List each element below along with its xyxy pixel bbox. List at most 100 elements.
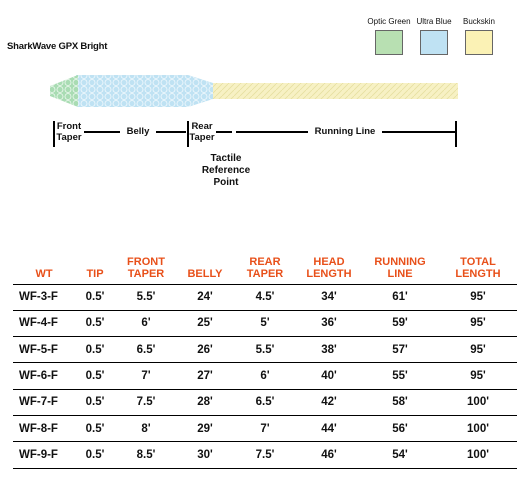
head-length-cell: 36': [297, 310, 361, 338]
rear-taper-cell: 5': [233, 310, 297, 338]
running-line-label: Running Line: [314, 126, 376, 137]
running-line-cell: 56': [361, 415, 439, 443]
belly-cell: 26': [177, 336, 233, 364]
running-line-cell: 58': [361, 389, 439, 416]
head-length-cell: 46': [297, 441, 361, 469]
header-rear-taper: REAR TAPER: [233, 246, 297, 285]
weight-cell: WF-5-F: [13, 336, 75, 364]
belly-cell: 29': [177, 415, 233, 443]
bracket-line: [187, 121, 189, 147]
rear-taper-cell: 6.5': [233, 389, 297, 416]
running-line-cell: 55': [361, 362, 439, 390]
tip-texture: [50, 75, 78, 107]
tip-cell: 0.5': [75, 336, 115, 364]
swatch-buckskin: Buckskin: [451, 6, 507, 55]
header-running-line: RUNNING LINE: [361, 246, 439, 285]
swatch-color-box: [420, 30, 448, 55]
running-line-arrow-right: [382, 131, 455, 133]
belly-cell: 25': [177, 310, 233, 338]
bracket-line: [53, 121, 55, 147]
header-tip: TIP: [75, 246, 115, 285]
swatch-ultra-blue: Ultra Blue: [406, 6, 462, 55]
weight-cell: WF-4-F: [13, 310, 75, 338]
belly-texture: [76, 75, 213, 107]
tip-cell: 0.5': [75, 284, 115, 311]
rear-taper-cell: 7': [233, 415, 297, 443]
tip-cell: 0.5': [75, 389, 115, 416]
tactile-reference-point-label: Tactile Reference Point: [201, 153, 251, 188]
specs-table: WT TIP FRONT TAPER BELLY REAR TAPER HEAD…: [13, 246, 517, 469]
front-taper-cell: 6': [115, 310, 177, 338]
weight-cell: WF-9-F: [13, 441, 75, 469]
header-belly: BELLY: [177, 246, 233, 285]
tip-cell: 0.5': [75, 362, 115, 390]
running-line-cell: 57': [361, 336, 439, 364]
tactile-point-arrow: [216, 131, 232, 133]
weight-cell: WF-7-F: [13, 389, 75, 416]
total-length-cell: 95': [439, 284, 517, 311]
front-taper-cell: 6.5': [115, 336, 177, 364]
front-taper-cell: 7.5': [115, 389, 177, 416]
total-length-cell: 95': [439, 336, 517, 364]
front-taper-cell: 5.5': [115, 284, 177, 311]
running-line-cell: 61': [361, 284, 439, 311]
running-line-arrow-left: [236, 131, 308, 133]
table-header-row: WT TIP FRONT TAPER BELLY REAR TAPER HEAD…: [13, 246, 517, 285]
tip-cell: 0.5': [75, 415, 115, 443]
swatch-optic-green: Optic Green: [361, 6, 417, 55]
belly-arrow-right: [156, 131, 186, 133]
product-title: SharkWave GPX Bright: [7, 41, 108, 52]
header-total-length: TOTAL LENGTH: [439, 246, 517, 285]
running-line-cell: 54': [361, 441, 439, 469]
weight-cell: WF-6-F: [13, 362, 75, 390]
front-taper-cell: 7': [115, 362, 177, 390]
total-length-cell: 100': [439, 389, 517, 416]
belly-cell: 30': [177, 441, 233, 469]
rear-taper-label: Rear Taper: [189, 121, 215, 143]
head-length-cell: 44': [297, 415, 361, 443]
total-length-cell: 95': [439, 362, 517, 390]
swatch-color-box: [465, 30, 493, 55]
swatch-label: Buckskin: [462, 17, 495, 26]
head-length-cell: 34': [297, 284, 361, 311]
running-line-texture: [208, 83, 458, 99]
swatch-label: Ultra Blue: [416, 17, 452, 26]
rear-taper-cell: 6': [233, 362, 297, 390]
rear-taper-cell: 5.5': [233, 336, 297, 364]
belly-cell: 24': [177, 284, 233, 311]
header-front-taper: FRONT TAPER: [115, 246, 177, 285]
belly-label: Belly: [126, 126, 150, 137]
rear-taper-cell: 7.5': [233, 441, 297, 469]
belly-arrow-left: [84, 131, 120, 133]
head-length-cell: 38': [297, 336, 361, 364]
belly-cell: 27': [177, 362, 233, 390]
weight-cell: WF-3-F: [13, 284, 75, 311]
header-wt: WT: [13, 246, 75, 285]
front-taper-cell: 8.5': [115, 441, 177, 469]
total-length-cell: 100': [439, 441, 517, 469]
belly-cell: 28': [177, 389, 233, 416]
head-length-cell: 42': [297, 389, 361, 416]
rear-taper-cell: 4.5': [233, 284, 297, 311]
header-head-length: HEAD LENGTH: [297, 246, 361, 285]
head-length-cell: 40': [297, 362, 361, 390]
swatch-color-box: [375, 30, 403, 55]
swatch-label: Optic Green: [367, 17, 411, 26]
running-line-cell: 59': [361, 310, 439, 338]
total-length-cell: 100': [439, 415, 517, 443]
weight-cell: WF-8-F: [13, 415, 75, 443]
front-taper-cell: 8': [115, 415, 177, 443]
bracket-line: [455, 121, 457, 147]
total-length-cell: 95': [439, 310, 517, 338]
tip-cell: 0.5': [75, 441, 115, 469]
tip-cell: 0.5': [75, 310, 115, 338]
fly-line-illustration: [50, 75, 458, 107]
front-taper-label: Front Taper: [56, 121, 82, 143]
